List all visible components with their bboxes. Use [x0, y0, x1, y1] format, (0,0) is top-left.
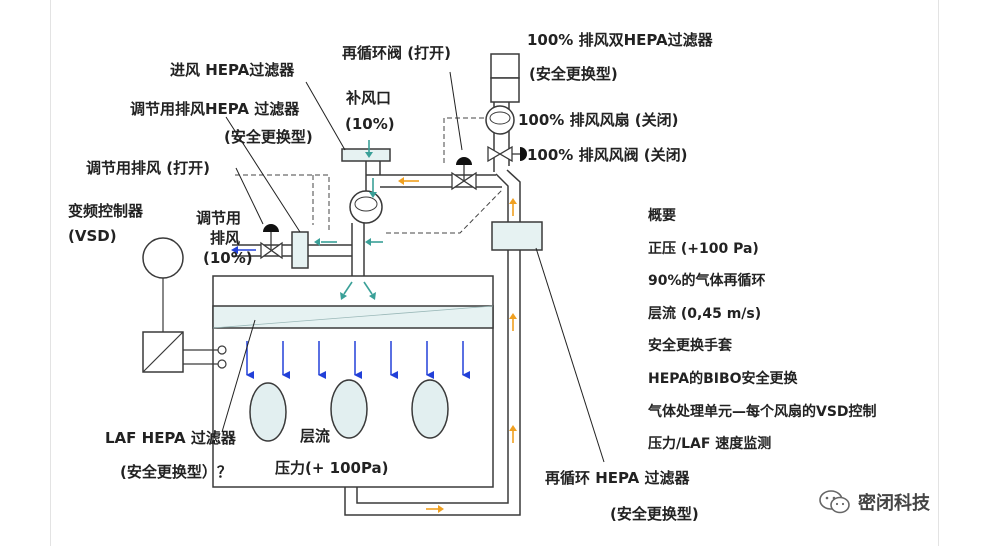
adj-exhaust-small-label-3: (10%)	[203, 249, 253, 267]
vsd-label-1: 变频控制器	[68, 202, 144, 220]
summary-item: 90%的气体再循环	[648, 273, 766, 290]
supply-flow-arrows	[314, 140, 383, 300]
summary-item: 压力/LAF 速度监测	[648, 436, 772, 453]
recirculation-flow-arrows	[398, 177, 517, 513]
top-recirc-duct	[366, 174, 502, 188]
wechat-watermark: 密闭科技	[818, 488, 930, 516]
exhaust-dual-hepa-label-1: 100% 排风双HEPA过滤器	[527, 31, 713, 49]
frame-right-border	[938, 0, 939, 546]
laf-hepa-filter	[212, 305, 494, 329]
wechat-logo-icon	[819, 490, 850, 514]
exhaust-damper	[487, 145, 527, 163]
control-lines	[235, 117, 503, 234]
recirculation-hepa-filter	[491, 221, 543, 251]
adjustment-exhaust-arrow	[231, 246, 256, 254]
laf-hepa-label-1: LAF HEPA 过滤器	[105, 429, 236, 447]
exhaust-damper-label: 100% 排风风阀 (关闭)	[527, 146, 688, 164]
riser-duct	[495, 169, 521, 222]
supply-duct	[351, 223, 365, 276]
laminar-flow-arrows	[246, 341, 470, 379]
recirc-hepa-label-1: 再循环 HEPA 过滤器	[545, 469, 690, 487]
supply-hepa-filter	[341, 148, 391, 193]
recirc-valve-label: 再循环阀 (打开)	[342, 44, 451, 62]
watermark-text: 密闭科技	[858, 493, 930, 514]
adjustment-exhaust-valve	[260, 224, 283, 260]
adj-exhaust-hepa-label-1: 调节用排风HEPA 过滤器	[130, 100, 300, 118]
exhaust-dual-hepa-label-2: (安全更换型)	[529, 65, 618, 83]
frame-left-border	[50, 0, 51, 546]
adj-exhaust-open-label: 调节用排风 (打开)	[86, 159, 210, 177]
glove-ports	[249, 379, 449, 442]
leader-lines	[221, 71, 605, 463]
makeup-air-label-1: 补风口	[346, 89, 392, 107]
summary-title: 概要	[648, 208, 676, 224]
vsd-controller	[142, 237, 227, 373]
exhaust-fan-label: 100% 排风风扇 (关闭)	[518, 111, 679, 129]
adj-exhaust-hepa-label-2: (安全更换型)	[224, 128, 313, 146]
adjustment-exhaust-hepa-filter	[291, 231, 309, 269]
exhaust-fan	[485, 105, 515, 135]
recirculation-valve	[451, 157, 477, 191]
laminar-label: 层流	[300, 427, 331, 445]
summary-item: 气体处理单元—每个风扇的VSD控制	[648, 403, 877, 420]
laf-hepa-label-2: (安全更换型）？	[120, 463, 232, 481]
exhaust-dual-hepa-filter	[490, 53, 520, 103]
summary-item: HEPA的BIBO安全更换	[648, 370, 798, 387]
summary-item: 安全更换手套	[648, 338, 732, 355]
vsd-label-2: (VSD)	[68, 227, 117, 245]
summary-item: 层流 (0,45 m/s)	[648, 305, 762, 322]
summary-list: 概要 正压 (+100 Pa) 90%的气体再循环 层流 (0,45 m/s) …	[648, 200, 877, 461]
recirculation-duct	[344, 250, 521, 516]
pressure-label: 压力(+ 100Pa)	[275, 459, 389, 477]
adj-exhaust-small-label-2: 排风	[210, 229, 241, 247]
supply-hepa-label: 进风 HEPA过滤器	[170, 61, 295, 79]
summary-item: 正压 (+100 Pa)	[648, 240, 759, 257]
adj-exhaust-small-label-1: 调节用	[196, 209, 242, 227]
makeup-air-label-2: (10%)	[345, 115, 395, 133]
supply-fan	[349, 190, 383, 224]
recirc-hepa-label-2: (安全更换型)	[610, 505, 699, 523]
